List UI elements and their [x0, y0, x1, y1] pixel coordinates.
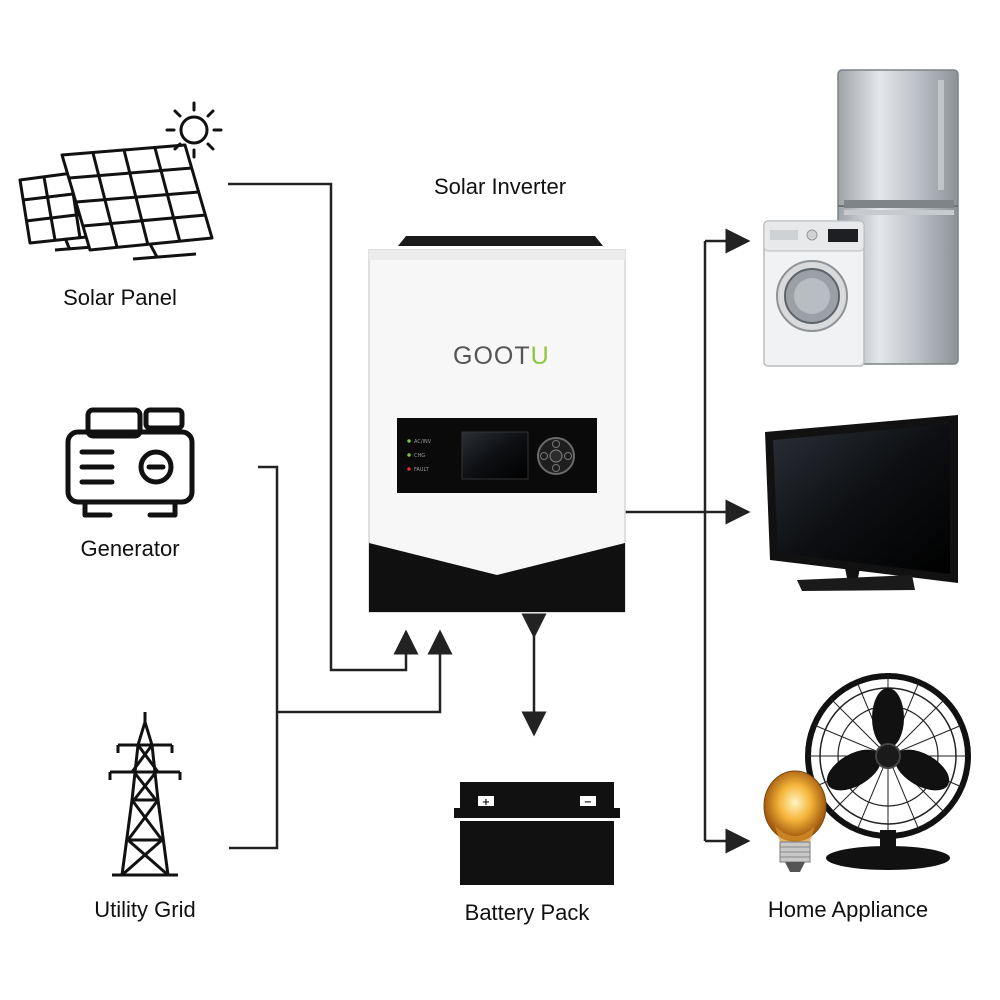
light-bulb-icon — [763, 770, 827, 872]
connection-lines — [228, 182, 751, 854]
led-label-chg: CHG — [414, 453, 425, 459]
fan-icon — [805, 673, 971, 870]
led-label-fault: FAULT — [414, 467, 430, 473]
label-home-appliance: Home Appliance — [767, 897, 929, 922]
generator-line — [229, 465, 279, 850]
label-battery-pack: Battery Pack — [464, 900, 590, 925]
battery-positive: + — [482, 797, 490, 808]
label-solar-inverter: Solar Inverter — [433, 174, 567, 199]
solar-panel-icon — [18, 143, 214, 261]
television-icon — [765, 415, 958, 591]
inverter-brand: GOOTU — [453, 342, 550, 370]
solar-inverter: GOOTU AC/INV CHG FAULT — [368, 236, 626, 613]
refrigerator-icon — [837, 69, 959, 365]
washing-machine-icon — [763, 220, 865, 367]
utility-tower-icon — [108, 712, 182, 877]
inverter-bottom-panel — [369, 543, 625, 612]
grid-bus-line — [277, 629, 453, 714]
sun-icon — [165, 101, 223, 159]
solar-line — [228, 182, 419, 672]
label-utility-grid: Utility Grid — [94, 897, 196, 922]
battery-icon: + − — [454, 782, 620, 885]
inverter-handle — [398, 236, 603, 246]
generator-icon — [65, 407, 195, 518]
label-solar-panel: Solar Panel — [63, 285, 177, 310]
led-label-ac: AC/INV — [414, 439, 432, 445]
battery-negative: − — [584, 797, 592, 808]
inverter-lcd — [461, 431, 529, 480]
label-generator: Generator — [80, 536, 180, 561]
